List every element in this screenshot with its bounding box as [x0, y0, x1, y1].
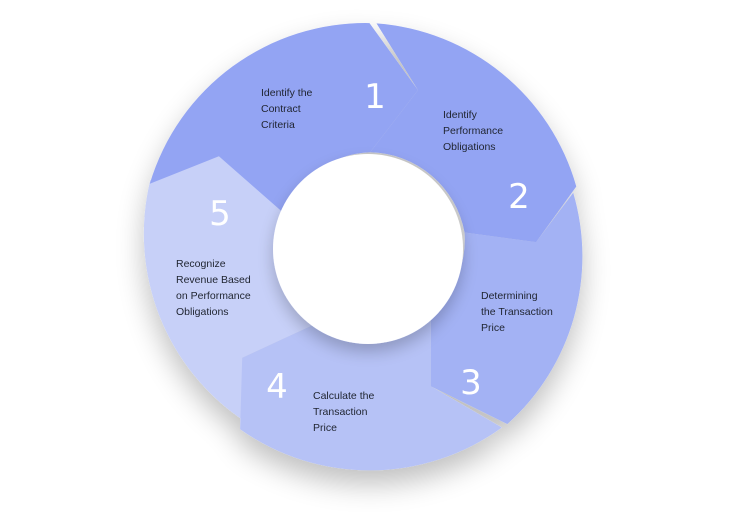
step-label-3: Determining the Transaction Price [481, 290, 556, 334]
step-label-4: Calculate the Transaction Price [313, 390, 377, 434]
step-label-2: Identify Performance Obligations [443, 109, 506, 153]
step-number-4: 4 [266, 367, 288, 407]
step-label-1: Identify the Contract Criteria [261, 87, 315, 131]
segment-1 [149, 23, 419, 213]
cycle-ring [143, 23, 583, 471]
segment-5 [143, 156, 319, 423]
segment-2 [370, 23, 577, 243]
segment-4 [240, 313, 502, 471]
step-number-5: 5 [209, 194, 231, 234]
step-number-2: 2 [508, 177, 530, 217]
segment-3 [430, 192, 583, 425]
step-number-1: 1 [364, 77, 386, 117]
step-number-3: 3 [460, 363, 482, 403]
center-hole [273, 154, 463, 344]
step-label-5: Recognize Revenue Based on Performance O… [176, 258, 254, 318]
